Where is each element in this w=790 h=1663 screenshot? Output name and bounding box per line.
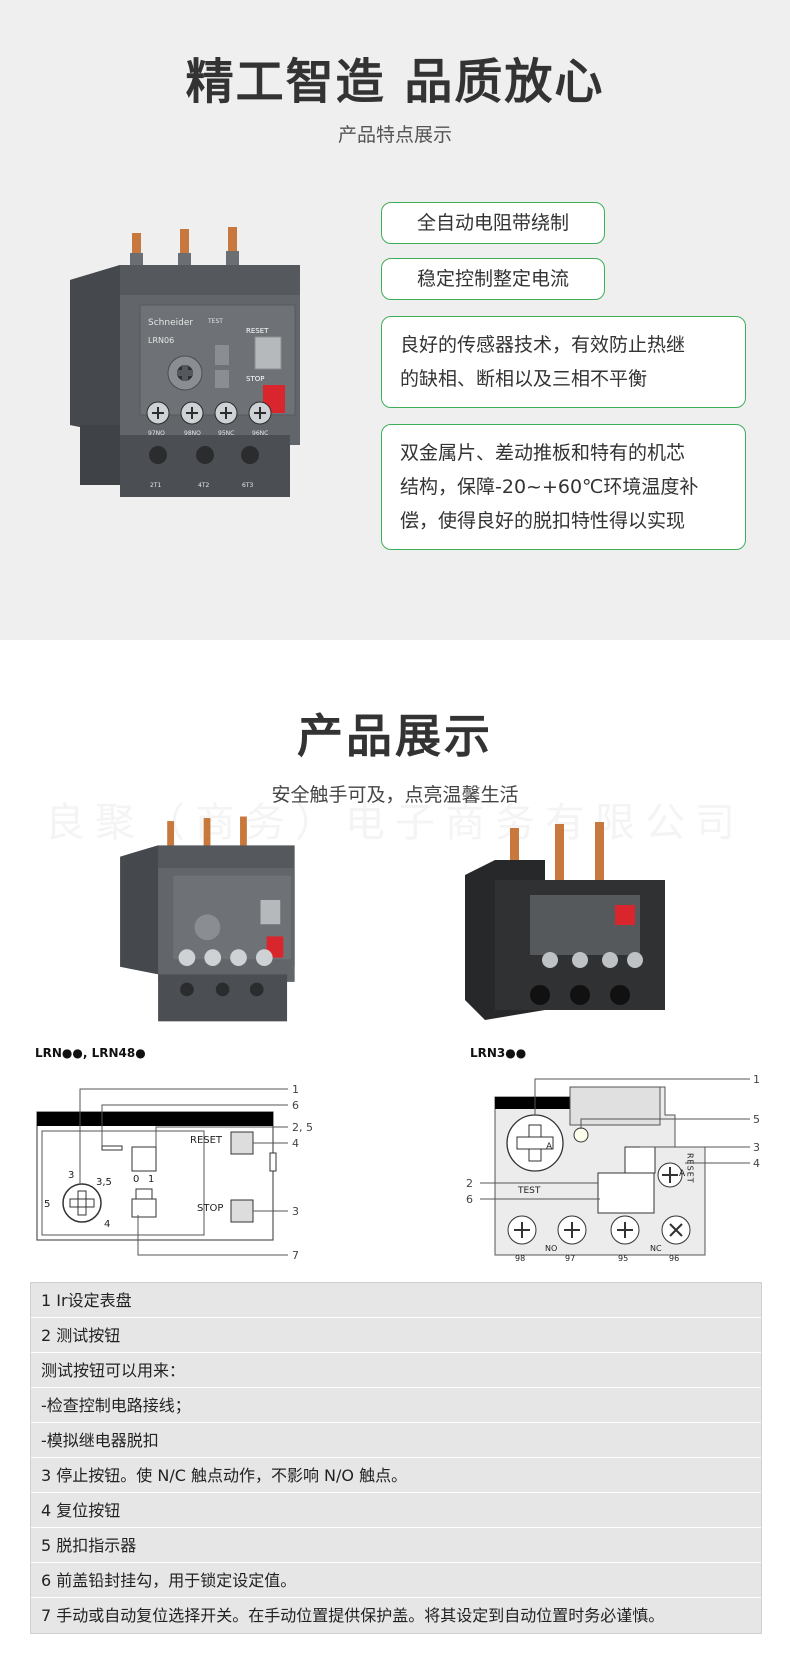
callout-number: 3 — [292, 1205, 299, 1218]
callout-number: 1 — [292, 1083, 299, 1096]
terminal-label: 96 — [669, 1254, 679, 1263]
feature-text: 结构，保障-20~+60℃环境温度补 — [400, 476, 699, 498]
terminal-label: 97NO — [148, 430, 165, 437]
reset-label: RESET — [190, 1135, 223, 1146]
terminal-label: 98NO — [184, 430, 201, 437]
section-title: 精工智造 品质放心 — [185, 54, 605, 110]
callout-number: 5 — [753, 1113, 760, 1126]
dial-mark: 3 — [68, 1170, 74, 1181]
terminal-label: 96NC — [252, 430, 268, 437]
relay-product-image-lrn3 — [465, 822, 665, 1020]
feature-text: 的缺相、断相以及三相不平衡 — [400, 368, 648, 390]
table-row: 测试按钮可以用来： — [31, 1353, 761, 1388]
terminal-label: 97 — [565, 1254, 575, 1263]
spec-table: 1 Ir设定表盘 2 测试按钮 测试按钮可以用来： -检查控制电路接线； -模拟… — [30, 1282, 762, 1634]
model-text: LRN06 — [148, 336, 174, 345]
dial-auto-label: A — [546, 1142, 553, 1152]
feature-pill: 稳定控制整定电流 — [381, 258, 605, 300]
table-row: 7 手动或自动复位选择开关。在手动位置提供保护盖。将其设定到自动位置时务必谨慎。 — [31, 1598, 761, 1633]
feature-text: 良好的传感器技术，有效防止热继 — [400, 334, 686, 356]
stop-label: STOP — [197, 1203, 223, 1214]
terminal-label: 2T1 — [150, 482, 161, 489]
switch-mark: 1 — [148, 1174, 154, 1185]
callout-number: 6 — [466, 1193, 473, 1206]
terminal-label: 95NC — [218, 430, 234, 437]
feature-pill: 全自动电阻带绕制 — [381, 202, 605, 244]
dial-mark: 3,5 — [96, 1177, 112, 1188]
callout-number: 6 — [292, 1099, 299, 1112]
auto-label: A — [679, 1169, 686, 1179]
terminal-label: 6T3 — [242, 482, 253, 489]
callout-number: 1 — [753, 1073, 760, 1086]
feature-text: 双金属片、差动推板和特有的机芯 — [400, 442, 686, 464]
feature-text: 稳定控制整定电流 — [416, 268, 569, 290]
table-row: 2 测试按钮 — [31, 1318, 761, 1353]
table-row: 4 复位按钮 — [31, 1493, 761, 1528]
table-row: -检查控制电路接线； — [31, 1388, 761, 1423]
reset-text: RESET — [246, 327, 269, 335]
callout-number: 7 — [292, 1249, 299, 1262]
section-subtitle: 安全触手可及，点亮温馨生活 — [271, 784, 519, 806]
terminal-label: 98 — [515, 1254, 525, 1263]
switch-mark: 0 — [133, 1174, 139, 1185]
diagram-lrn-front: 3 3,5 5 4 0 1 RESET STOP 1 6 2, 5 4 3 7 — [36, 1083, 313, 1262]
section-subtitle: 产品特点展示 — [337, 124, 452, 146]
callout-number: 2, 5 — [292, 1121, 313, 1134]
model-label: LRN3●● — [470, 1046, 527, 1060]
table-row: 6 前盖铅封挂勾，用于锁定设定值。 — [31, 1563, 761, 1598]
watermark: 良聚（商务）电子商务有限公司 — [45, 800, 745, 846]
table-row: -模拟继电器脱扣 — [31, 1423, 761, 1458]
table-row: 1 Ir设定表盘 — [31, 1283, 761, 1318]
terminal-label: NC — [650, 1244, 662, 1253]
callout-number: 4 — [292, 1137, 299, 1150]
table-row: 3 停止按钮。使 N/C 触点动作，不影响 N/O 触点。 — [31, 1458, 761, 1493]
dial-mark: 4 — [104, 1219, 110, 1230]
brand-text: Schneider — [148, 318, 193, 328]
terminal-label: 95 — [618, 1254, 628, 1263]
callout-number: 2 — [466, 1177, 473, 1190]
stop-text: STOP — [246, 375, 264, 383]
terminal-label: NO — [545, 1244, 557, 1253]
callout-number: 3 — [753, 1141, 760, 1154]
callout-number: 4 — [753, 1157, 760, 1170]
test-label: TEST — [517, 1186, 541, 1196]
feature-pill: 良好的传感器技术，有效防止热继 的缺相、断相以及三相不平衡 — [381, 316, 746, 408]
feature-section: 精工智造 品质放心 产品特点展示 Schneider LRN06 TEST RE… — [0, 0, 790, 640]
diagram-lrn3-front: A M A RESET TEST 98 NO 97 95 NC 96 1 5 — [466, 1073, 760, 1263]
feature-text: 全自动电阻带绕制 — [416, 212, 569, 234]
feature-pill: 双金属片、差动推板和特有的机芯 结构，保障-20~+60℃环境温度补 偿，使得良… — [381, 424, 746, 550]
relay-product-image: Schneider LRN06 TEST RESET STOP 97NO 98N… — [70, 227, 300, 497]
reset-vertical-label: RESET — [686, 1153, 695, 1184]
table-row: 5 脱扣指示器 — [31, 1528, 761, 1563]
section-title: 产品展示 — [297, 709, 493, 763]
model-label: LRN●●, LRN48● — [35, 1046, 146, 1060]
test-text: TEST — [207, 318, 223, 325]
dial-mark: 5 — [44, 1199, 50, 1210]
relay-product-image-lrn06 — [120, 816, 295, 1022]
feature-text: 偿，使得良好的脱扣特性得以实现 — [400, 510, 686, 532]
terminal-label: 4T2 — [198, 482, 209, 489]
